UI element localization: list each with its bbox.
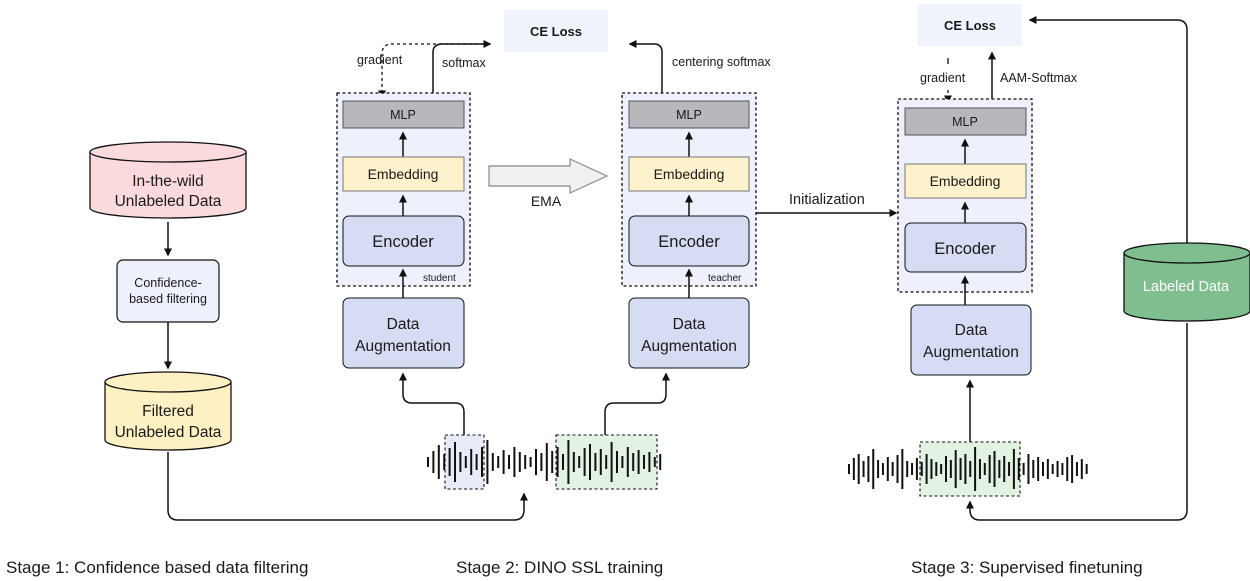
ema-label: EMA: [531, 193, 562, 209]
labeled-data-label: Labeled Data: [1143, 279, 1230, 295]
stage3-title: Stage 3: Supervised finetuning: [911, 558, 1143, 577]
student-mlp-label: MLP: [390, 108, 416, 122]
stage3-aug-line1: Data: [955, 322, 988, 339]
student-softmax-label: softmax: [442, 56, 487, 70]
student-softmax-arrow: [432, 40, 492, 101]
stage3-encoder-label: Encoder: [934, 240, 996, 258]
teacher-softmax-arrow: [628, 40, 663, 97]
student-encoder-box: [342, 215, 465, 267]
student-embedding-box: [342, 156, 465, 192]
wave-crop-short-highlight: [444, 434, 485, 490]
student-augmentation-box: [342, 297, 465, 369]
filtered-line2: Unlabeled Data: [115, 424, 222, 441]
stage2-title: Stage 2: DINO SSL training: [456, 558, 663, 577]
stage3-embedding-box: [904, 163, 1027, 199]
teacher-softmax-label: centering softmax: [672, 55, 771, 69]
stage1-filtered-data-cylinder: Filtered Unlabeled Data: [104, 371, 232, 451]
teacher-augmentation-box: [628, 297, 750, 369]
student-embedding-label: Embedding: [368, 166, 439, 182]
student-gradient-arrow: [378, 43, 490, 99]
stage2-waveform: [427, 440, 662, 484]
teacher-embedding-box: [628, 156, 750, 192]
teacher-aug-line1: Data: [673, 316, 706, 333]
arrow-wave-to-student-aug: [399, 372, 465, 435]
teacher-encoder-label: Encoder: [658, 233, 720, 251]
teacher-encoder-box: [628, 215, 750, 267]
stage3-encoder-box: [904, 222, 1027, 273]
student-tag: student: [423, 273, 456, 284]
stage3-aug-line2: Augmentation: [923, 344, 1019, 361]
initialization-label: Initialization: [789, 192, 865, 208]
student-aug-line1: Data: [387, 316, 420, 333]
stage2-ce-loss-label: CE Loss: [530, 24, 582, 39]
stage3-mlp-box: [904, 107, 1027, 136]
stage3-waveform: [848, 447, 1088, 491]
teacher-mlp-label: MLP: [676, 108, 702, 122]
stage3-ce-loss-box: [918, 4, 1022, 46]
student-gradient-label: gradient: [357, 53, 403, 67]
wild-data-line2: Unlabeled Data: [115, 193, 222, 210]
teacher-tag: teacher: [708, 273, 742, 284]
teacher-mlp-box: [628, 100, 750, 129]
stage3-mlp-label: MLP: [952, 115, 978, 129]
ema-arrow: [488, 158, 609, 194]
stage3-gradient-label: gradient: [920, 71, 966, 85]
confidence-filter-box: Confidence- based filtering: [116, 259, 220, 323]
teacher-embedding-label: Embedding: [654, 166, 725, 182]
filtered-line1: Filtered: [142, 403, 194, 420]
teacher-aug-line2: Augmentation: [641, 338, 737, 355]
stage1-wild-data-cylinder: In-the-wild Unlabeled Data: [89, 141, 247, 219]
filter-line2: based filtering: [129, 292, 207, 306]
arrow-filtered-to-waveform: [167, 452, 528, 521]
labels-to-loss-arrow: [1028, 16, 1188, 243]
stage1-title: Stage 1: Confidence based data filtering: [6, 558, 308, 577]
filter-line1: Confidence-: [134, 276, 201, 290]
wild-data-line1: In-the-wild: [132, 173, 204, 190]
stage3-embedding-label: Embedding: [930, 173, 1001, 189]
stage3-softmax-label: AAM-Softmax: [1000, 71, 1078, 85]
labeled-data-cylinder: Labeled Data: [1123, 242, 1250, 322]
stage3-augmentation-box: [910, 304, 1032, 376]
student-encoder-label: Encoder: [372, 233, 434, 251]
student-aug-line2: Augmentation: [355, 338, 451, 355]
student-mlp-box: [342, 100, 465, 129]
arrow-wave-to-teacher-aug: [604, 372, 670, 435]
stage2-ce-loss-box: [504, 10, 608, 52]
labeled-data-to-waveform-arrow: [966, 323, 1188, 521]
stage3-ce-loss-label: CE Loss: [944, 18, 996, 33]
